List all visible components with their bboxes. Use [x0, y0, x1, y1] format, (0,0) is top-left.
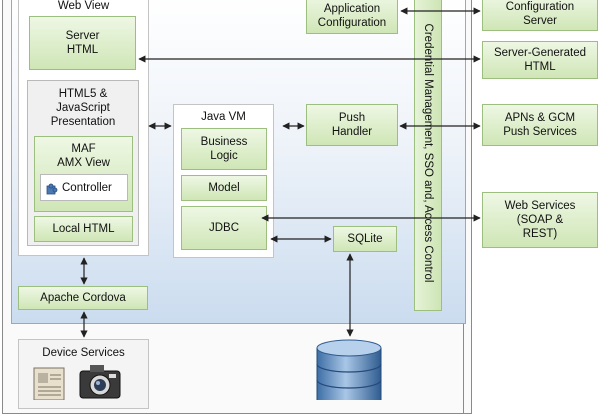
- business-logic-box: Business Logic: [181, 128, 267, 170]
- camera-icon: [78, 362, 122, 400]
- database-icon: [314, 338, 384, 400]
- server-html-box: Server HTML: [29, 16, 136, 70]
- contacts-icon: [32, 364, 68, 401]
- apns-gcm-push-services-box: APNs & GCM Push Services: [482, 104, 598, 146]
- push-handler-box: Push Handler: [306, 104, 398, 146]
- jdbc-box: JDBC: [181, 206, 267, 250]
- web-view-title: Web View: [57, 0, 110, 12]
- model-box: Model: [181, 175, 267, 201]
- credential-management-bar: Credential Management, SSO and, Access C…: [414, 0, 442, 311]
- connector-arrows: [80, 7, 481, 338]
- sqlite-box: SQLite: [333, 226, 397, 252]
- web-services-box: Web Services (SOAP & REST): [482, 192, 598, 248]
- html5-presentation-title: HTML5 & JavaScript Presentation: [50, 88, 116, 128]
- server-generated-html-box: Server-Generated HTML: [482, 41, 598, 79]
- local-html-box: Local HTML: [34, 216, 133, 242]
- maf-amx-view-title: MAF AMX View: [57, 143, 110, 169]
- configuration-server-box: Configuration Server: [482, 0, 598, 31]
- java-vm-title: Java VM: [201, 111, 246, 123]
- puzzle-icon: [46, 182, 58, 194]
- device-services-title: Device Services: [42, 347, 125, 359]
- application-configuration-box: Application Configuration: [306, 0, 398, 34]
- controller-label: Controller: [62, 181, 112, 194]
- apache-cordova-box: Apache Cordova: [18, 286, 148, 310]
- controller-box: Controller: [40, 174, 128, 201]
